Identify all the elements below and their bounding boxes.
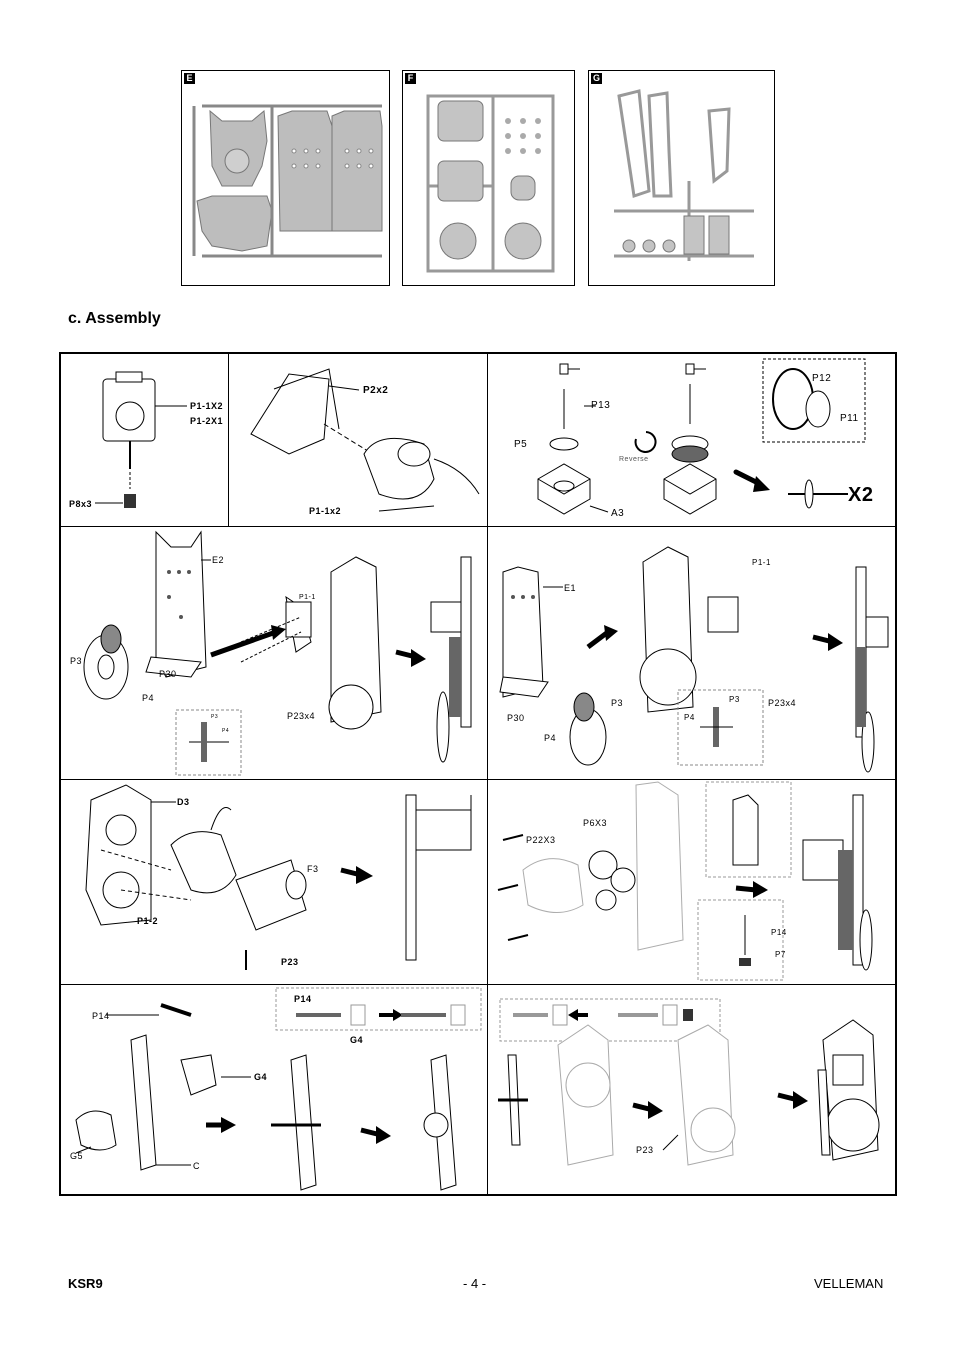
footer-left: KSR9 [68,1276,103,1291]
footer-page-number: - 4 - [463,1276,487,1291]
motor-pinion-drawing [95,371,187,508]
label-p23x4: P23x4 [287,711,316,721]
label-p1-2x1: P1-2X1 [190,416,224,426]
label-p3: P3 [611,698,624,708]
label-p7: P7 [775,950,786,959]
label-p4: P4 [544,733,557,743]
label-p5: P5 [514,439,528,450]
gear-press-drawing [537,358,866,515]
step-gear-press: P13 P5 Reverse A3 P12 P11 X2 [487,353,896,527]
sprue-f-illustration [426,94,555,273]
label-d3: D3 [177,797,190,807]
frame-e2-drawing [83,530,472,776]
step-motor-pinion: P1-1X2 P1-2X1 P8x3 [60,353,229,527]
label-p6x3: P6X3 [583,818,608,828]
step-final-assembly: P23 [487,984,896,1195]
label-p14-detail: P14 [294,994,312,1004]
label-p1-1: P1-1 [299,594,316,601]
leg-g4-drawing [75,987,482,1191]
label-c: C [193,1161,200,1171]
step-frame-e1: E1 P1-1 P3 P4 P23x4 P30 P3 P4 [487,526,896,780]
label-p22x3: P22X3 [526,835,556,845]
label-p14: P14 [92,1011,110,1021]
label-p3-detail: P3 [729,695,740,704]
frame-e1-drawing [499,546,889,773]
assembly-grid: P1-1X2 P1-2X1 P8x3 P2x2 P1-1x2 [59,352,897,1196]
motor-bracket-drawing [250,368,480,512]
label-e1: E1 [564,583,577,593]
label-p4-detail: P4 [684,713,695,722]
label-x2: X2 [848,484,874,506]
parts-sheet-tag: E [184,73,195,84]
gearbox-d3-drawing [85,784,472,970]
footer-right: VELLEMAN [814,1276,884,1291]
label-p30: P30 [507,713,525,723]
label-p23x4: P23x4 [768,698,797,708]
sprue-g-illustration [614,89,754,261]
label-p2x2: P2x2 [363,385,389,396]
parts-sheet-e: E [181,70,390,286]
label-p3: P3 [70,656,83,666]
final-assembly-drawing [498,998,880,1166]
label-p11: P11 [840,413,859,424]
label-p8x3: P8x3 [69,499,93,509]
label-g5: G5 [70,1151,84,1161]
label-p4-detail: P4 [222,728,230,734]
parts-sheet-f: F [402,70,575,286]
label-a3: A3 [611,508,625,519]
label-e2: E2 [212,555,225,565]
step-gearbox-d3: D3 F3 P1-2 P23 [60,779,488,985]
section-title: c. Assembly [68,310,161,327]
step-gear-train: P6X3 P22X3 P14 P7 [487,779,896,985]
step-motor-bracket: P2x2 P1-1x2 [228,353,488,527]
label-f3: F3 [307,864,319,874]
step-frame-e2: E2 P1-1 P3 P30 P4 P23x4 P3 P4 [60,526,488,780]
label-p3-detail: P3 [211,714,219,720]
gear-train-drawing [497,781,873,981]
label-p23: P23 [636,1145,654,1155]
parts-sheet-tag: F [405,73,416,84]
label-p1-1: P1-1 [752,558,771,567]
label-p30: P30 [159,669,177,679]
label-g4-detail: G4 [350,1035,364,1045]
step-leg-g4: P14 P14 G4 G4 G5 C [60,984,488,1195]
label-p1-1x2: P1-1x2 [309,506,342,516]
label-p13: P13 [591,400,611,411]
label-reverse: Reverse [619,456,649,463]
label-p4: P4 [142,693,155,703]
sprue-e-illustration [192,104,383,258]
label-p12: P12 [812,373,832,384]
label-g4: G4 [254,1072,268,1082]
label-p23: P23 [281,957,299,967]
parts-sheet-tag: G [591,73,602,84]
label-p14: P14 [771,928,787,937]
label-p1-2: P1-2 [137,916,159,926]
parts-sheet-g: G [588,70,775,286]
label-p1-1x2: P1-1X2 [190,401,224,411]
